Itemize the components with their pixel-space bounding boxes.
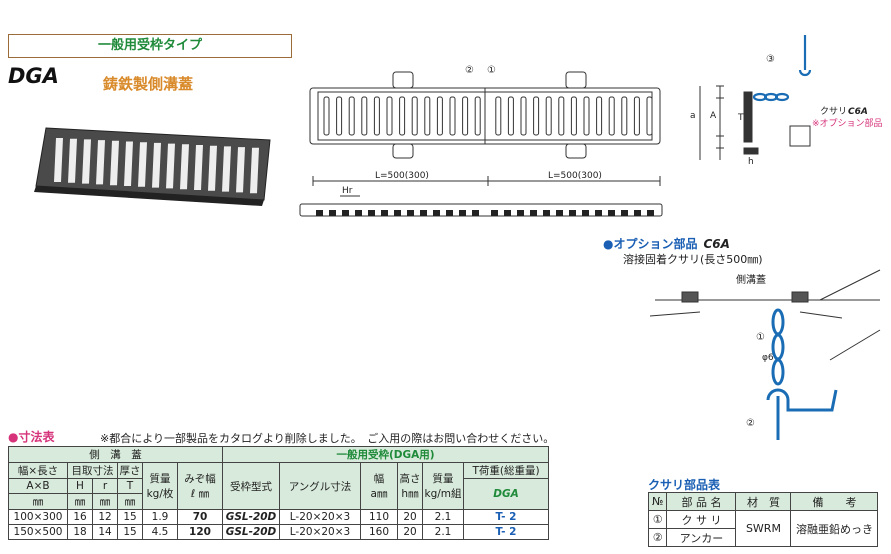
- h-label: h: [748, 157, 754, 167]
- col-load: T荷重(総重量): [463, 462, 549, 479]
- col-load-model: DGA: [463, 478, 549, 510]
- chain-col-remarks: 備 考: [790, 492, 879, 511]
- chain-col-name: 部 品 名: [666, 492, 737, 511]
- length-label-right: L=500(300): [548, 171, 602, 181]
- callout-3: ③: [766, 54, 775, 65]
- option-code: C6A: [703, 237, 730, 251]
- cross-section: [699, 85, 811, 160]
- col-angle: アングル寸法: [279, 462, 361, 510]
- t-label: T: [737, 113, 744, 123]
- chain-code: C6A: [848, 107, 868, 117]
- product-subtitle: 鋳鉄製側溝蓋: [103, 75, 194, 93]
- col-grid: 目取寸法: [67, 462, 118, 479]
- dimension-table-title: ●寸法表: [8, 430, 55, 444]
- table-row: 100×300 16 12 15 1.9 70 GSL-20D L-20×20×…: [8, 509, 549, 525]
- table-row: 150×500 18 14 15 4.5 120 GSL-20D L-20×20…: [8, 524, 549, 540]
- option-drawing: [649, 269, 881, 361]
- unit-mm-2: ㎜: [67, 493, 93, 510]
- col-thick: 厚さ: [117, 462, 143, 479]
- col-h: H: [67, 478, 93, 494]
- unit-mm-1: ㎜: [8, 493, 68, 510]
- callout-2: ②: [465, 65, 474, 76]
- side-dim-a: A: [710, 111, 717, 121]
- cross-chain: [752, 35, 812, 102]
- table-row: ② アンカー: [647, 528, 878, 547]
- col-t: T: [117, 478, 143, 494]
- discontinued-note: ※都合により一部製品をカタログより削除しました。 ご入用の際はお問い合わせくださ…: [100, 432, 555, 445]
- chain-label: クサリ: [820, 106, 847, 117]
- option-note: ※オプション部品: [812, 117, 883, 129]
- side-dim-big-a: a: [690, 111, 696, 121]
- frame-group-header: 一般用受枠(DGA用): [222, 446, 549, 463]
- option-callout-2: ②: [746, 418, 755, 429]
- option-description: 溶接固着クサリ(長さ500㎜): [623, 253, 763, 266]
- model-code: DGA: [8, 64, 59, 88]
- option-callout-1: ①: [756, 332, 765, 343]
- technical-drawings: ② ① L=500(300) L=500(300) Hr ③ A a クサリ C…: [34, 35, 883, 440]
- col-r: r: [92, 478, 118, 494]
- col-frame-model: 受枠型式: [222, 462, 280, 510]
- callout-1: ①: [487, 65, 496, 76]
- option-chain: [766, 308, 838, 440]
- chain-col-material: 材 質: [735, 492, 792, 511]
- table-row: ① ク サ リ SWRM 溶融亜鉛めっき: [647, 510, 879, 547]
- hr-label: Hr: [342, 186, 353, 196]
- col-width-length: 幅×長さ: [8, 462, 68, 479]
- cover-group-header: 側 溝 蓋: [8, 446, 223, 463]
- phi-label: φ6: [762, 353, 774, 363]
- col-axb: A×B: [8, 478, 68, 494]
- length-label-left: L=500(300): [375, 171, 429, 181]
- length-section: [299, 176, 663, 217]
- gutter-label: 側溝蓋: [736, 273, 766, 286]
- chain-parts-table: № 部 品 名 材 質 備 考 ① ク サ リ SWRM 溶融亜鉛めっき ② ア…: [647, 492, 879, 547]
- unit-mm-4: ㎜: [117, 493, 143, 510]
- category-label: 一般用受枠タイプ: [8, 34, 292, 58]
- unit-mm-3: ㎜: [92, 493, 118, 510]
- top-view-drawing: [309, 71, 661, 159]
- chain-parts-title: クサリ部品表: [648, 478, 721, 492]
- chain-col-no: №: [647, 492, 668, 511]
- grating-photo: [34, 127, 271, 206]
